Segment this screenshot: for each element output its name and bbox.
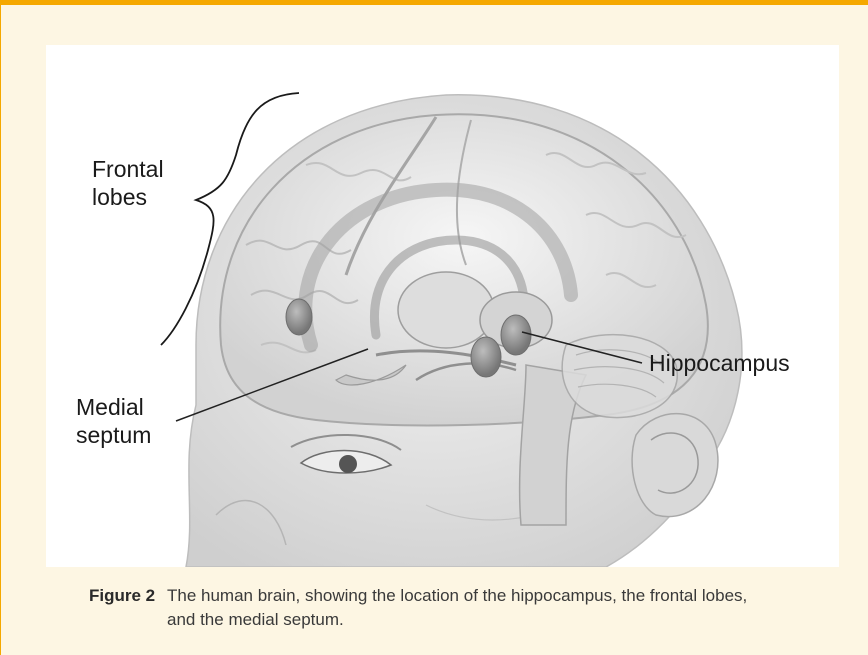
brain-illustration: Frontal lobes Hippocampus Medial septum — [46, 45, 839, 567]
figure-number: Figure 2 — [89, 586, 155, 605]
brain-drawing — [46, 45, 839, 567]
hippocampus-label: Hippocampus — [649, 349, 790, 377]
frontal-lobes-label: Frontal lobes — [92, 155, 212, 211]
caption-text: The human brain, showing the location of… — [167, 584, 767, 632]
figure-caption: Figure 2 The human brain, showing the lo… — [89, 584, 789, 608]
medial-septum-label: Medial septum — [76, 393, 196, 449]
